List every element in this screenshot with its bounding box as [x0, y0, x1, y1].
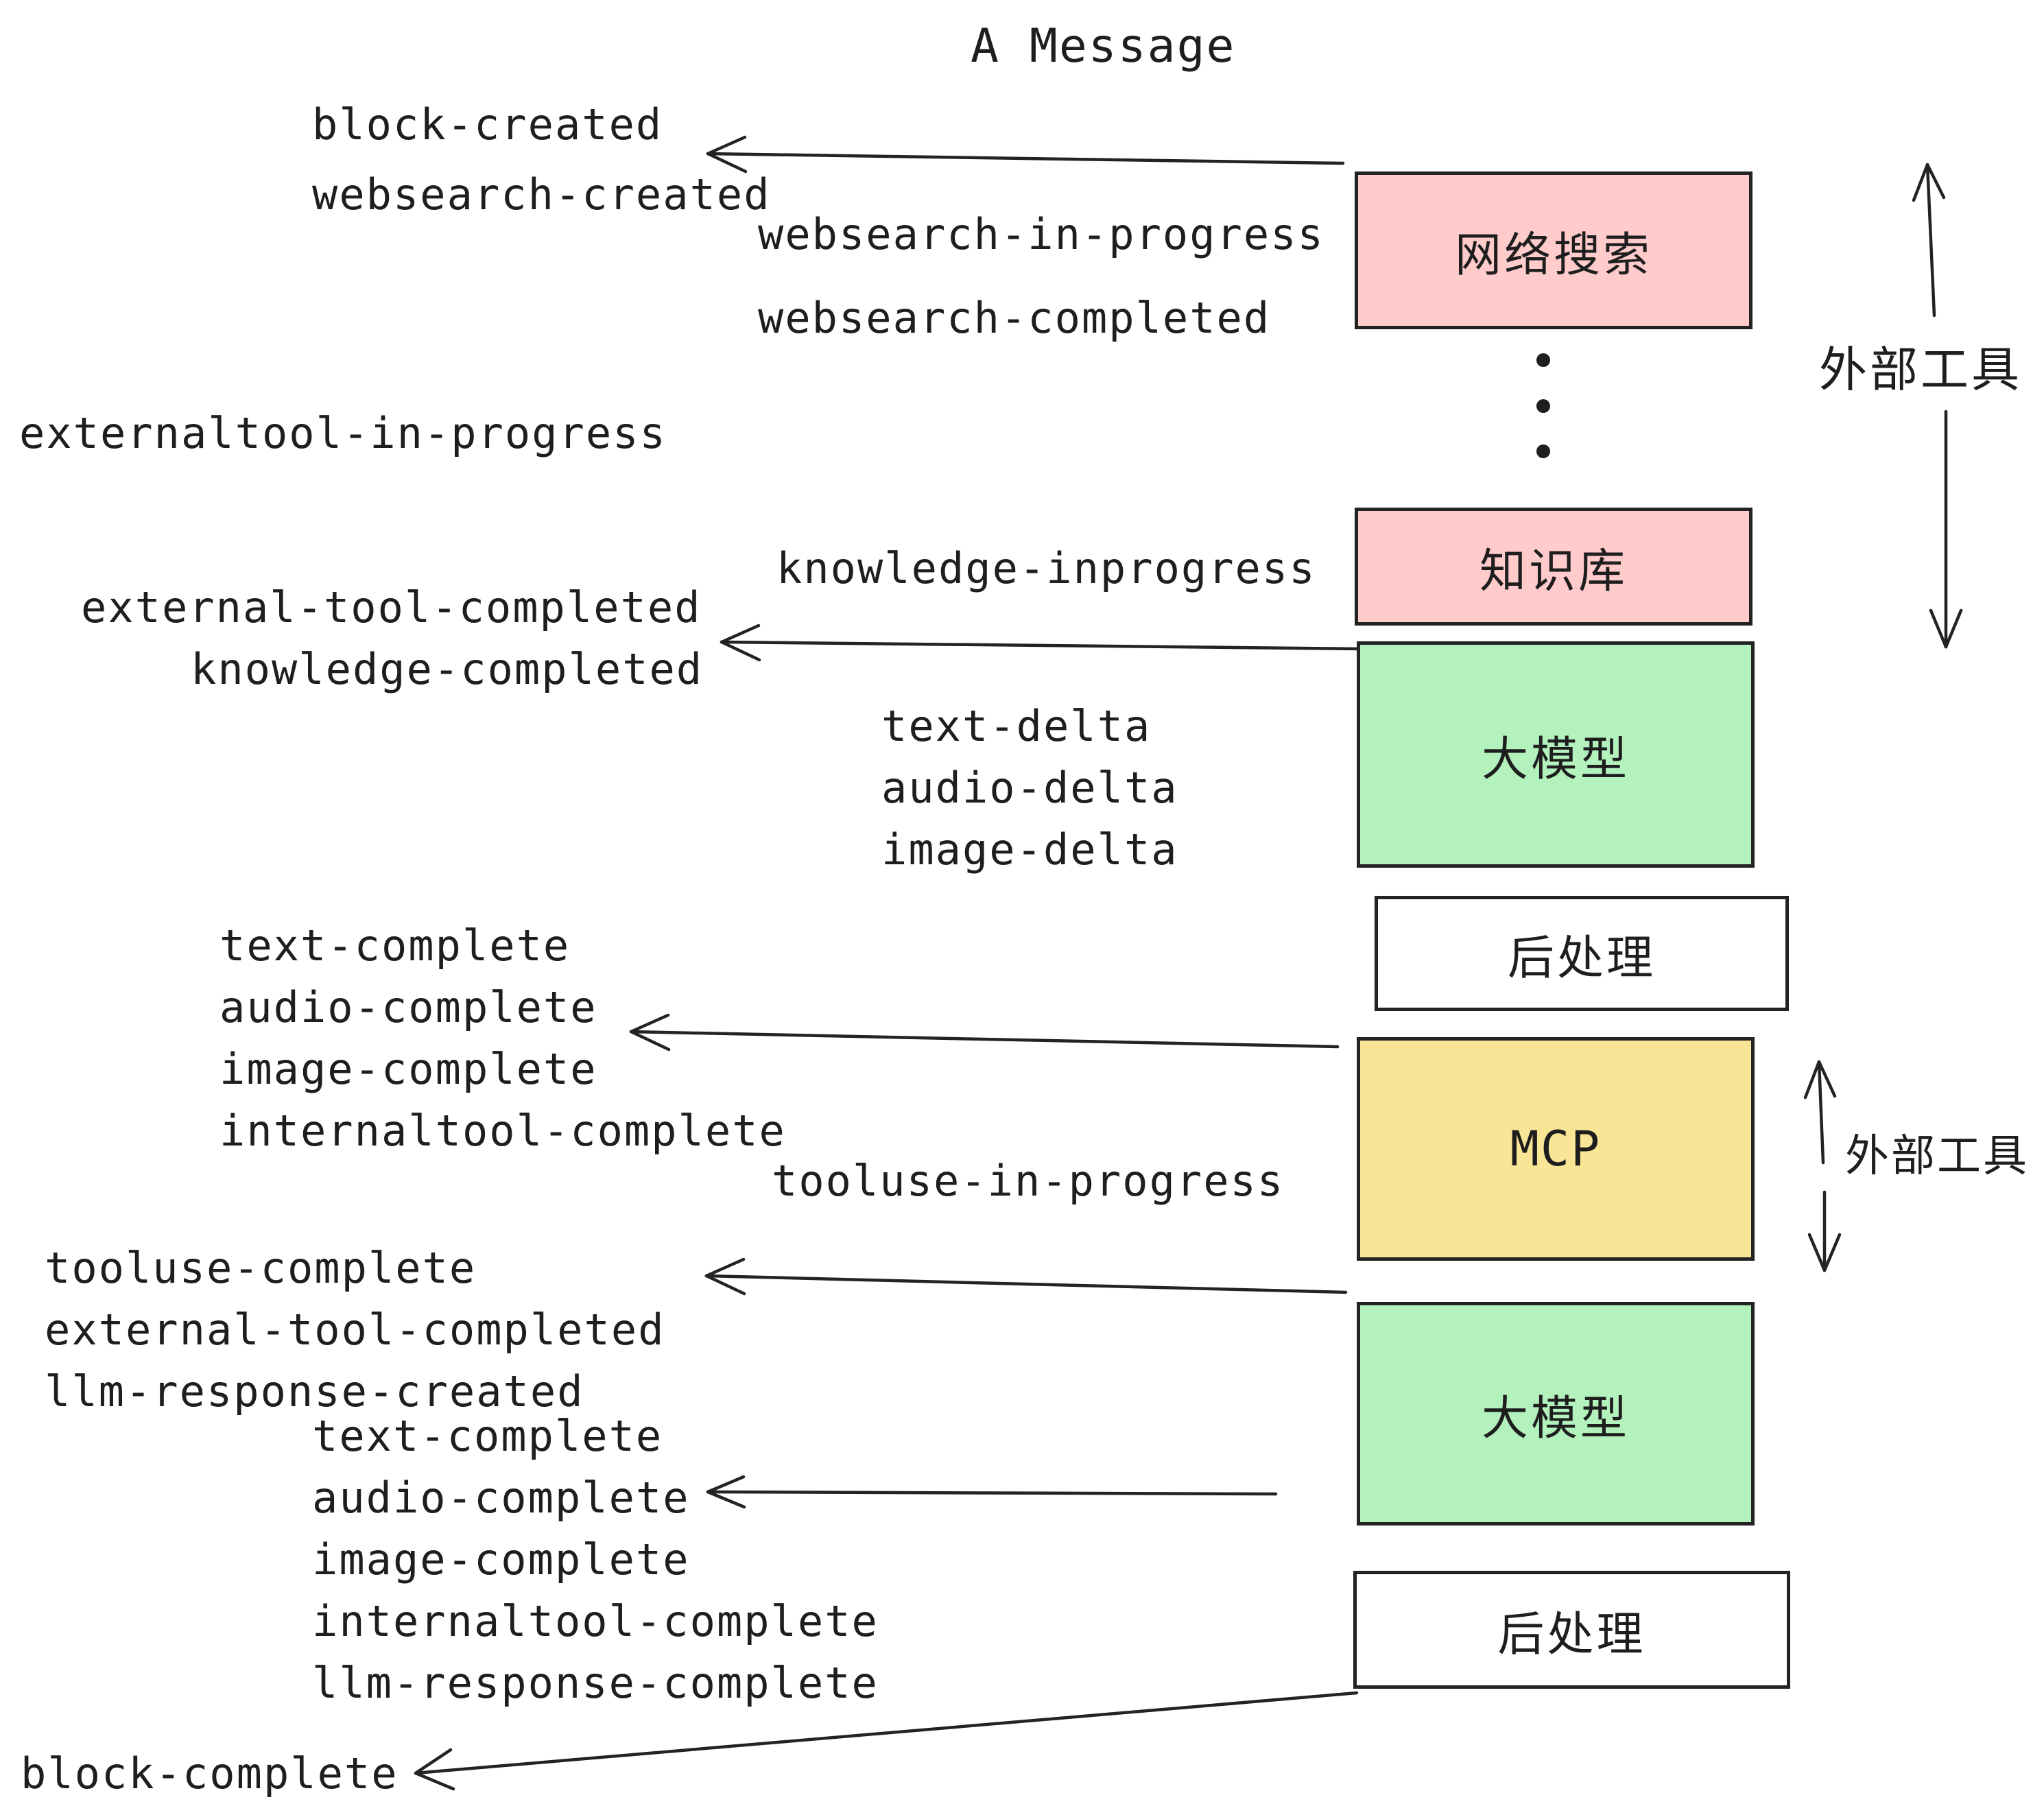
- flow-box-mcp-label: MCP: [1510, 1121, 1602, 1177]
- event-label-tooluse-in-progress: tooluse-in-progress: [772, 1156, 1285, 1206]
- external-tools-arrow-mcp: [1803, 1060, 1842, 1272]
- flow-box-websearch-label: 网络搜索: [1454, 228, 1652, 283]
- event-label-image-delta-1: image-delta: [881, 824, 1178, 875]
- flow-box-postprocess-top: 后处理: [1375, 896, 1789, 1011]
- event-label-external-tool-completed-2: external-tool-completed: [45, 1305, 665, 1355]
- event-label-text-delta-1: text-delta: [881, 701, 1152, 751]
- flow-box-llm-top: 大模型: [1357, 641, 1755, 868]
- flow-box-llm-bottom-label: 大模型: [1481, 1391, 1630, 1446]
- flow-box-websearch: 网络搜索: [1355, 171, 1752, 329]
- external-tools-label-top: 外部工具: [1819, 331, 2022, 401]
- arrow-to-block-created: [706, 135, 1345, 174]
- flow-box-postprocess-bottom: 后处理: [1353, 1571, 1790, 1689]
- flow-box-llm-top-label: 大模型: [1481, 732, 1630, 787]
- event-label-websearch-created: websearch-created: [312, 169, 771, 219]
- event-label-block-created: block-created: [312, 99, 663, 150]
- flow-box-postprocess-bottom-label: 后处理: [1497, 1607, 1646, 1662]
- arrow-to-audio-complete: [706, 1475, 1278, 1509]
- event-label-audio-complete-2: audio-complete: [312, 1473, 690, 1523]
- event-label-image-complete-2: image-complete: [312, 1534, 690, 1585]
- event-label-llm-response-complete: llm-response-complete: [312, 1658, 879, 1708]
- event-label-image-complete-1: image-complete: [219, 1044, 597, 1094]
- flow-box-llm-bottom: 大模型: [1357, 1302, 1755, 1526]
- event-label-text-complete-2: text-complete: [312, 1411, 663, 1461]
- event-label-websearch-completed: websearch-completed: [758, 293, 1271, 343]
- flow-box-knowledge: 知识库: [1355, 508, 1752, 626]
- external-tools-label-mcp: 外部工具: [1845, 1121, 2029, 1184]
- event-label-block-complete: block-complete: [21, 1748, 399, 1799]
- flow-box-postprocess-top-label: 后处理: [1507, 931, 1656, 986]
- arrow-to-knowledge-completed: [720, 624, 1366, 662]
- flow-box-knowledge-label: 知识库: [1479, 544, 1628, 599]
- arrow-to-image-complete: [629, 1013, 1340, 1052]
- event-label-audio-delta-1: audio-delta: [881, 763, 1178, 813]
- event-label-tooluse-complete: tooluse-complete: [45, 1243, 477, 1293]
- arrow-to-block-complete: [414, 1691, 1359, 1791]
- event-label-text-complete-1: text-complete: [219, 921, 571, 971]
- event-label-websearch-in-progress: websearch-in-progress: [758, 209, 1324, 259]
- flow-box-mcp: MCP: [1357, 1037, 1755, 1261]
- event-label-externaltool-in-progress: externaltool-in-progress: [19, 408, 667, 458]
- event-label-audio-complete-1: audio-complete: [219, 982, 597, 1032]
- event-label-knowledge-inprogress: knowledge-inprogress: [776, 543, 1316, 593]
- event-label-internaltool-complete-1: internaltool-complete: [219, 1106, 786, 1156]
- event-label-llm-response-created: llm-response-created: [45, 1366, 584, 1416]
- external-tools-arrow-top: [1912, 163, 1963, 649]
- event-label-external-tool-completed-1: external-tool-completed: [81, 582, 702, 632]
- diagram-title: A Message: [971, 19, 1236, 73]
- event-label-knowledge-completed: knowledge-completed: [191, 644, 704, 694]
- event-label-internaltool-complete-2: internaltool-complete: [312, 1596, 879, 1646]
- arrow-to-tooluse-complete: [704, 1257, 1348, 1296]
- ellipsis-dots: [1536, 353, 1550, 458]
